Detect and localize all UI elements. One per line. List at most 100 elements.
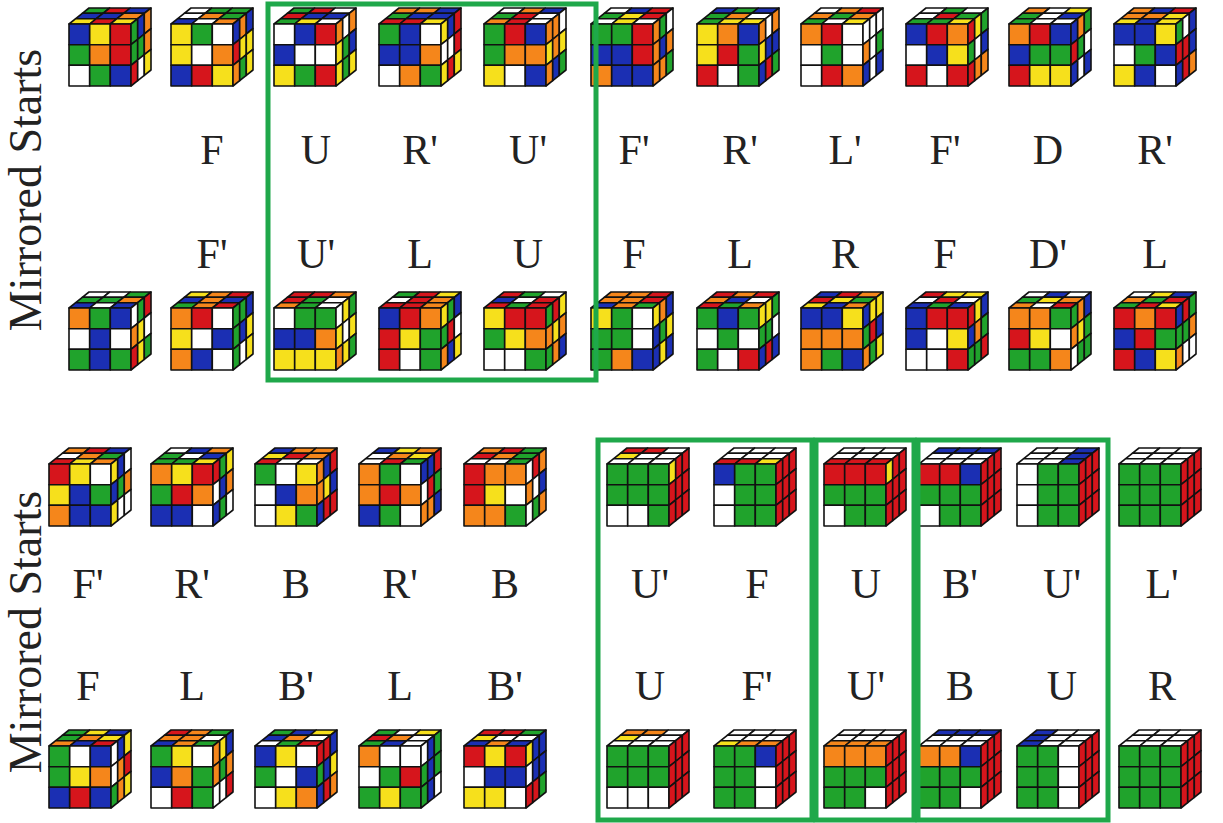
cube-sticker xyxy=(192,505,213,526)
cube-sticker xyxy=(359,464,380,485)
cube-sticker xyxy=(276,505,297,526)
cube-sticker xyxy=(1038,485,1059,506)
cube-sticker xyxy=(919,787,940,808)
cube-sticker xyxy=(131,344,138,370)
cube-sticker xyxy=(947,349,968,370)
cube-sticker xyxy=(824,787,845,808)
cube-sticker xyxy=(845,464,866,485)
cube-sticker xyxy=(738,45,759,66)
cube-sticker xyxy=(738,65,759,86)
cube-sticker xyxy=(296,505,317,526)
cube-sticker xyxy=(1119,464,1140,485)
cube-sticker xyxy=(212,45,233,66)
cube-sticker xyxy=(648,505,669,526)
cube-sticker xyxy=(380,505,401,526)
cube-sticker xyxy=(233,344,240,370)
cube-sticker xyxy=(886,500,893,526)
cube-sticker xyxy=(400,505,421,526)
cube-sticker xyxy=(400,349,421,370)
cube-sticker xyxy=(533,777,540,803)
cube-sticker xyxy=(968,60,975,86)
cube-sticker xyxy=(539,489,546,515)
cube-sticker xyxy=(755,746,776,767)
move-label: U' xyxy=(297,233,335,275)
cube-sticker xyxy=(296,485,317,506)
cube-sticker xyxy=(336,60,343,86)
cube-sticker xyxy=(505,485,526,506)
cube-sticker xyxy=(628,464,649,485)
cube-sticker xyxy=(400,787,421,808)
cube-sticker xyxy=(400,746,421,767)
cube-sticker xyxy=(192,746,213,767)
cube-sticker xyxy=(70,746,91,767)
cube-sticker xyxy=(192,308,213,329)
cube-sticker xyxy=(1017,746,1038,767)
cube-sticker xyxy=(1092,489,1099,515)
move-label: F' xyxy=(197,233,228,275)
cube-sticker xyxy=(484,349,505,370)
cube-sticker xyxy=(612,45,633,66)
cube-sticker xyxy=(1071,60,1078,86)
cube-sticker xyxy=(138,339,145,365)
cube-sticker xyxy=(697,24,718,45)
cube-sticker xyxy=(718,24,739,45)
cube-sticker xyxy=(994,771,1001,797)
cube-sticker xyxy=(1017,767,1038,788)
cube-sticker xyxy=(343,339,350,365)
cube-sticker xyxy=(607,485,628,506)
cube-sticker xyxy=(525,329,546,350)
cube-sticker xyxy=(738,24,759,45)
cube-sticker xyxy=(533,495,540,521)
cube-sticker xyxy=(628,485,649,506)
cube-sticker xyxy=(632,45,653,66)
cube-sticker xyxy=(359,505,380,526)
cube-sticker xyxy=(632,349,653,370)
cube-sticker xyxy=(1181,500,1188,526)
cube-sticker xyxy=(274,329,295,350)
cube-sticker xyxy=(434,489,441,515)
cube-sticker xyxy=(1114,65,1135,86)
cube-sticker xyxy=(138,55,145,81)
move-label: F' xyxy=(73,563,104,605)
cube-sticker xyxy=(192,787,213,808)
cube-sticker xyxy=(454,333,461,359)
cube-sticker xyxy=(1086,495,1093,521)
cube-sticker xyxy=(192,45,213,66)
cube-sticker xyxy=(1050,65,1071,86)
cube-sticker xyxy=(1119,505,1140,526)
cube-sticker xyxy=(1058,485,1079,506)
cube-sticker xyxy=(940,505,961,526)
cube-sticker xyxy=(697,349,718,370)
cube-sticker xyxy=(612,329,633,350)
cube-sticker xyxy=(400,464,421,485)
move-label: L xyxy=(407,233,433,275)
cube-sticker xyxy=(400,329,421,350)
cube-sticker xyxy=(927,65,948,86)
cube-sticker xyxy=(1009,65,1030,86)
cube-sticker xyxy=(1155,308,1176,329)
cube-sticker xyxy=(240,55,247,81)
cube-sticker xyxy=(485,485,506,506)
cube-sticker xyxy=(735,746,756,767)
cube-sticker xyxy=(824,746,845,767)
cube-sticker xyxy=(255,787,276,808)
cube-sticker xyxy=(1140,746,1161,767)
move-label: R xyxy=(831,233,859,275)
cube-sticker xyxy=(648,746,669,767)
cube-sticker xyxy=(485,505,506,526)
cube-sticker xyxy=(359,485,380,506)
cube-sticker xyxy=(464,505,485,526)
cube-sticker xyxy=(607,505,628,526)
cube-sticker xyxy=(192,329,213,350)
cube-sticker xyxy=(842,24,863,45)
cube-sticker xyxy=(485,787,506,808)
cube-sticker xyxy=(553,55,560,81)
cube-sticker xyxy=(69,65,90,86)
cube-sticker xyxy=(653,344,660,370)
cube-sticker xyxy=(111,500,118,526)
cube-sticker xyxy=(755,787,776,808)
cube-sticker xyxy=(1189,333,1196,359)
cube-sticker xyxy=(171,308,192,329)
cube-sticker xyxy=(776,782,783,808)
